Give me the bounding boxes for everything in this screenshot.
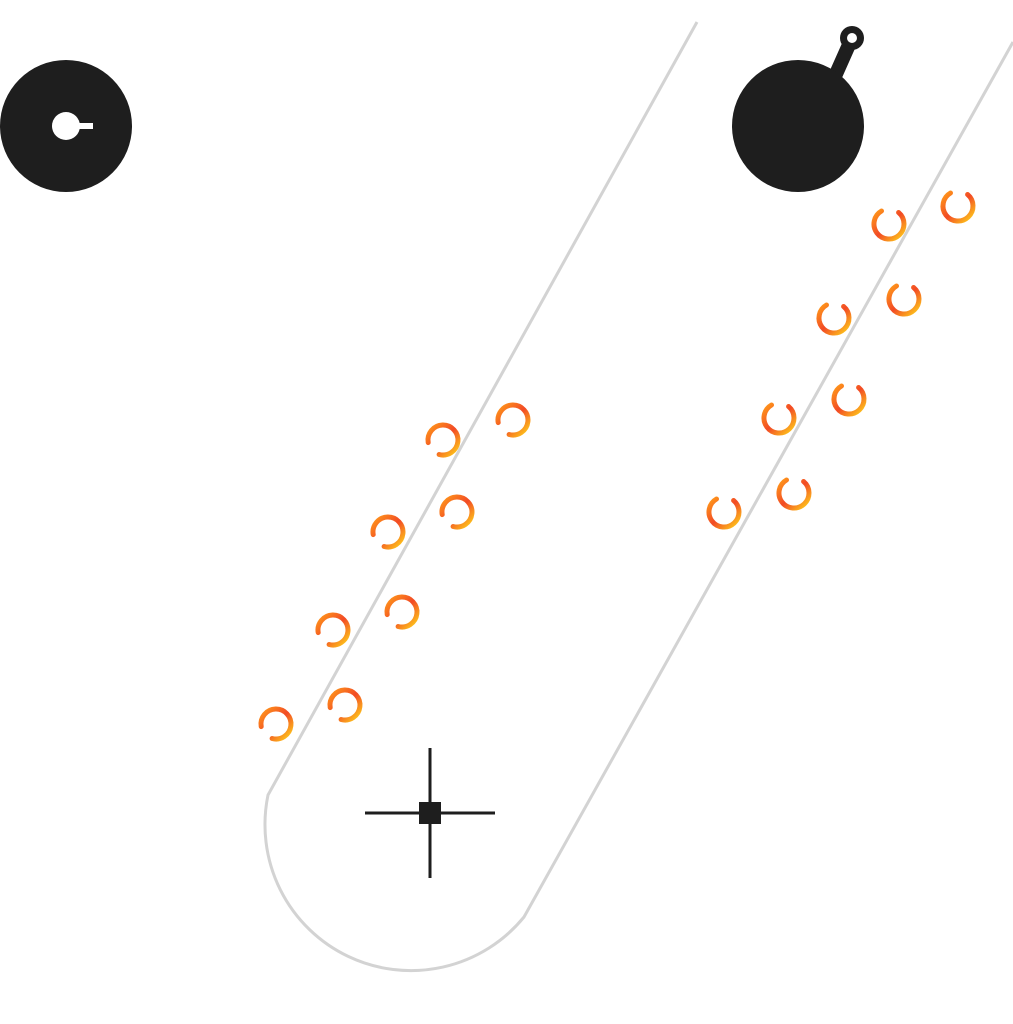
horseshoe-mark-icon — [258, 706, 294, 742]
horseshoe-mark-icon — [425, 422, 461, 458]
horseshoe-mark-icon — [370, 514, 406, 550]
horseshoe-mark-icon — [706, 496, 742, 530]
horseshoe-mark-icon — [940, 190, 976, 224]
horseshoe-mark-icon — [886, 283, 922, 317]
horseshoe-mark-icon — [761, 402, 797, 436]
weight-ball-icon — [732, 26, 864, 192]
crosshair-icon — [365, 748, 495, 878]
track-outline — [263, 21, 1013, 973]
horseshoe-mark-icon — [871, 208, 907, 242]
horseshoe-mark-icon — [776, 477, 812, 511]
horseshoe-mark-icon — [831, 383, 867, 417]
horseshoe-mark-icon — [315, 612, 351, 648]
horseshoe-mark-icon — [384, 594, 420, 630]
horseshoe-mark-icon — [327, 687, 363, 723]
horseshoe-marks — [258, 190, 976, 742]
horseshoe-mark-icon — [439, 494, 475, 530]
target-ring-icon — [0, 60, 132, 192]
horseshoe-mark-icon — [816, 302, 852, 336]
horseshoe-mark-icon — [495, 402, 531, 438]
